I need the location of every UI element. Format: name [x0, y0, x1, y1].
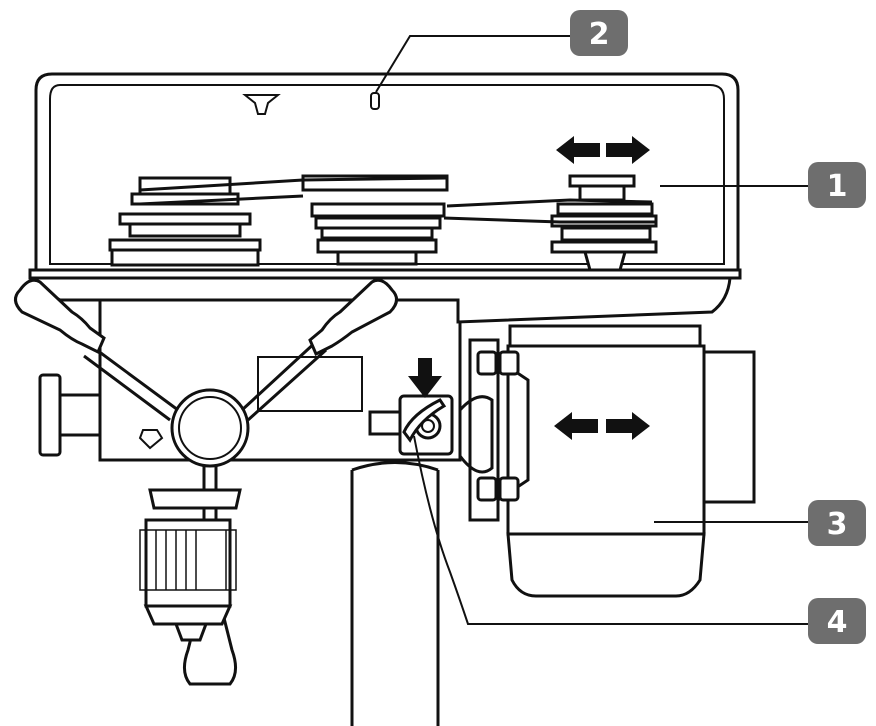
callout-3-badge: 3 [808, 500, 866, 546]
callout-1-label: 1 [827, 169, 848, 204]
column [350, 461, 440, 726]
pulley-middle [301, 174, 449, 266]
callout-2-badge: 2 [570, 10, 628, 56]
callout-3-label: 3 [827, 507, 848, 542]
motor [458, 324, 756, 598]
tension-lock-lever [368, 394, 454, 456]
chuck [139, 488, 242, 642]
leader-lines [375, 35, 810, 625]
arrow-down-lever [408, 358, 442, 398]
callout-2-label: 2 [589, 17, 610, 52]
callout-1-badge: 1 [808, 162, 866, 208]
callout-4-label: 4 [827, 605, 848, 640]
arrow-left-right-motor [554, 412, 650, 440]
arrow-left-right-pulley [556, 136, 650, 164]
feed-handles [14, 278, 398, 686]
v-belts [139, 176, 656, 224]
callout-4-badge: 4 [808, 598, 866, 644]
